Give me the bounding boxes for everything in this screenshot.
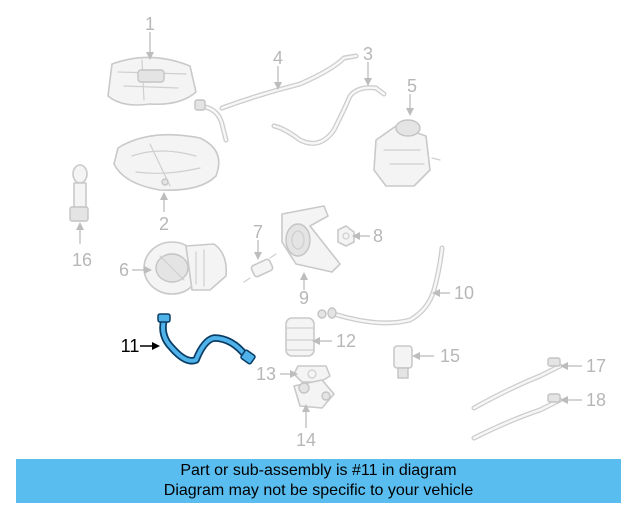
part-10-pipe bbox=[327, 245, 445, 326]
callout-10: 10 bbox=[454, 283, 474, 303]
part-7-check-valve bbox=[243, 253, 277, 283]
callout-4: 4 bbox=[273, 48, 283, 68]
callout-15: 15 bbox=[440, 346, 460, 366]
part-11-hose-highlighted[interactable] bbox=[157, 313, 256, 365]
part-13-gasket bbox=[293, 365, 331, 383]
callout-leaders bbox=[76, 32, 582, 428]
part-8-nut bbox=[337, 225, 355, 247]
callout-6: 6 bbox=[119, 260, 129, 280]
callout-7: 7 bbox=[253, 222, 263, 242]
callout-8: 8 bbox=[373, 226, 383, 246]
callout-13: 13 bbox=[256, 364, 276, 384]
callout-17: 17 bbox=[586, 356, 606, 376]
callout-12: 12 bbox=[336, 331, 356, 351]
part-16-sensor bbox=[69, 164, 89, 222]
callout-9: 9 bbox=[299, 288, 309, 308]
banner-line-1: Part or sub-assembly is #11 in diagram bbox=[180, 462, 457, 479]
part-5-valve bbox=[373, 119, 441, 187]
callout-1: 1 bbox=[145, 14, 155, 34]
part-6-air-pump bbox=[143, 241, 228, 295]
part-15-sensor bbox=[393, 345, 413, 379]
part-12-coupler bbox=[285, 309, 327, 357]
callout-5: 5 bbox=[407, 76, 417, 96]
part-1-cover bbox=[107, 56, 197, 106]
part-3-tube bbox=[271, 85, 387, 146]
part-18-sensor bbox=[471, 393, 563, 441]
callout-3: 3 bbox=[363, 44, 373, 64]
callout-16: 16 bbox=[72, 250, 92, 270]
part-2-shield bbox=[113, 133, 220, 192]
callout-labels: 1 2 3 4 5 6 7 8 9 10 11 12 13 14 15 16 1… bbox=[72, 14, 606, 450]
callout-18: 18 bbox=[586, 390, 606, 410]
callout-11[interactable]: 11 bbox=[121, 336, 140, 356]
banner-line-2: Diagram may not be specific to your vehi… bbox=[163, 482, 474, 499]
info-banner: Part or sub-assembly is #11 in diagram D… bbox=[16, 459, 621, 503]
part-14-bracket bbox=[293, 379, 335, 409]
callout-14: 14 bbox=[296, 430, 316, 450]
callout-2: 2 bbox=[159, 214, 169, 234]
part-17-sensor bbox=[471, 357, 563, 411]
part-9-bracket bbox=[281, 205, 341, 273]
part-4-tube bbox=[194, 53, 359, 143]
